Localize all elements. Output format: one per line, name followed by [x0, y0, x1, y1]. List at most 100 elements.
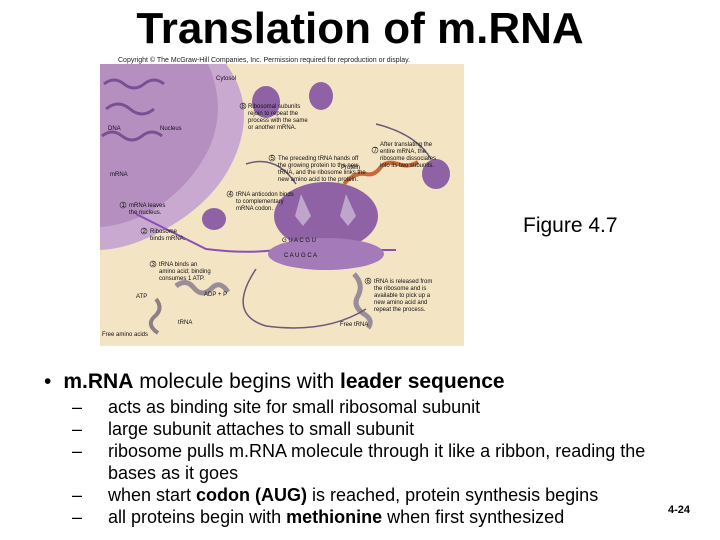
step-4-line-3: mRNA codon.	[236, 206, 273, 212]
dna-strands	[101, 78, 165, 142]
translation-diagram: Cytosol Nucleus DNA mRNA Protein ATP ADP…	[96, 64, 466, 346]
step-5-label: 5 The preceding tRNA hands off the growi…	[268, 154, 366, 183]
step-4-line-1: tRNA anticodon binds	[236, 192, 294, 198]
sub-bullet-dash: –	[72, 419, 83, 439]
slide-number: 4-24	[668, 504, 691, 516]
translation-illustration: Cytosol Nucleus DNA mRNA Protein ATP ADP…	[100, 64, 464, 346]
sub-bullet-dash: –	[72, 397, 83, 417]
step-1-number: 1	[122, 203, 126, 209]
step-6-line-5: repeat the process.	[374, 307, 426, 313]
step-7-line-1: After translating the	[380, 142, 433, 148]
bullet-symbol: •	[44, 370, 52, 393]
step-6-line-3: available to pick up a	[374, 293, 431, 299]
sub-bullet-dash: –	[72, 485, 83, 505]
sub-bullet-list: – acts as binding site for small ribosom…	[72, 396, 672, 528]
ribosome-small-subunit	[268, 238, 384, 270]
label-free-trna: Free tRNA	[340, 322, 368, 328]
step-2-marker	[140, 227, 148, 235]
step-3-label: 3 tRNA binds an amino acid; binding cons…	[149, 260, 211, 282]
sub-bullet-text: all proteins begin with methionine when …	[108, 506, 672, 528]
step-5-number: 5	[271, 156, 275, 162]
step-1-marker	[119, 201, 127, 209]
step-6-number: 6	[367, 279, 371, 285]
step-8-line-4: or another mRNA.	[248, 125, 297, 131]
sub-bullet-text-post: when first synthesized	[382, 507, 565, 527]
step-7-line-4: into its two subunits.	[380, 163, 434, 169]
slide-title: Translation of m.RNA	[136, 4, 584, 53]
step-3-line-3: consumes 1 ATP.	[159, 276, 205, 282]
step-6-marker	[364, 277, 372, 285]
step-2-label: 2 Ribosome binds mRNA.	[140, 227, 186, 242]
label-protein: Protein	[341, 165, 360, 171]
label-trna: tRNA	[178, 320, 192, 326]
step-4-line-2: to complementary	[236, 199, 284, 205]
free-trna	[352, 272, 373, 330]
trna-a-site	[340, 194, 356, 226]
step-6-line-2: the ribosome and is	[374, 286, 426, 292]
step-7-number: 7	[374, 148, 378, 154]
label-cytosol: Cytosol	[216, 76, 236, 82]
figure-caption: Figure 4.7	[523, 214, 618, 237]
sub-bullet: – when start codon (AUG) is reached, pro…	[72, 484, 672, 506]
step-4-label: 4 tRNA anticodon binds to complementary …	[226, 190, 294, 212]
main-bullet: • m.RNA molecule begins with leader seque…	[44, 370, 505, 394]
step-8-number: 8	[242, 104, 246, 110]
step-1-line-2: the nucleus.	[129, 210, 162, 216]
cycle-arrow-left	[245, 160, 297, 185]
step-2-line-2: binds mRNA.	[150, 236, 186, 242]
sub-bullet: – ribosome pulls m.RNA molecule through …	[72, 440, 672, 484]
sub-bullet-dash: –	[72, 441, 83, 461]
sub-bullet-text: acts as binding site for small ribosomal…	[108, 397, 481, 417]
step-3-line-2: amino acid; binding	[159, 269, 211, 275]
sub-bullet-text: large subunit attaches to small subunit	[108, 419, 415, 439]
step-3-line-1: tRNA binds an	[159, 262, 197, 268]
bullet-term-leader-sequence: leader sequence	[339, 370, 505, 393]
bullet-term-mrna: m.RNA	[63, 370, 134, 393]
step-8-label: 8 Ribosomal subunits rejoin to repeat th…	[239, 102, 308, 131]
mrna-strand	[135, 213, 396, 253]
copyright-notice: Copyright © The McGraw-Hill Companies, I…	[118, 57, 411, 64]
step-3-number: 3	[152, 262, 156, 268]
step-5-marker	[268, 154, 276, 162]
label-mrna: mRNA	[110, 172, 128, 178]
step-6-label: 6 tRNA is released from the ribosome and…	[364, 277, 432, 313]
sub-bullet-dash: –	[72, 507, 83, 527]
sub-bullet-text-post: is reached, protein synthesis begins	[307, 485, 599, 505]
step-1-line-1: mRNA leaves	[129, 203, 165, 209]
label-nucleus: Nucleus	[160, 126, 182, 132]
step-5-line-4: new amino acid to the protein.	[278, 177, 358, 183]
sub-bullet: – large subunit attaches to small subuni…	[72, 418, 672, 440]
label-dna: DNA	[108, 126, 121, 132]
sub-bullet-text: when start codon (AUG) is reached, prote…	[108, 484, 672, 506]
label-codons-bottom: C A U G C A	[284, 253, 317, 259]
step-7-line-3: ribosome dissociates	[380, 156, 436, 162]
step-2-number: 2	[143, 229, 147, 235]
step-7-line-2: entire mRNA, the	[380, 149, 427, 155]
ribosome-subunit-top	[252, 86, 280, 118]
ribosome-subunit-top-2	[309, 82, 333, 110]
step-8-line-3: process with the same	[248, 118, 308, 124]
protein-chain	[342, 160, 420, 186]
free-amino-acids	[148, 297, 162, 335]
step-5-line-2: the growing protein to the new	[278, 163, 359, 169]
sub-bullet-term-methionine: methionine	[286, 507, 383, 527]
step-8-line-2: rejoin to repeat the	[248, 111, 299, 117]
ribosome-subunit-right	[422, 159, 450, 189]
step-7-label: 7 After translating the entire mRNA, the…	[371, 142, 436, 169]
cycle-arrow-bottom	[242, 268, 367, 329]
step-4-number: 4	[229, 192, 233, 198]
sub-bullet: – all proteins begin with methionine whe…	[72, 506, 672, 528]
step-6-line-4: new amino acid and	[374, 300, 427, 306]
sub-bullet-text: ribosome pulls m.RNA molecule through it…	[108, 441, 646, 483]
step-7-marker	[371, 146, 379, 154]
step-1-label: 1 mRNA leaves the nucleus.	[119, 201, 165, 216]
step-8-line-1: Ribosomal subunits	[248, 104, 300, 110]
step-8-marker	[239, 102, 247, 110]
sub-bullet-term-codon: codon (AUG)	[196, 485, 308, 505]
nucleus-interior	[100, 64, 218, 227]
label-free-amino-acids: Free amino acids	[102, 332, 148, 338]
bullet-text-middle: molecule begins with	[133, 370, 340, 393]
label-adp: ADP + P	[204, 292, 227, 298]
sub-bullet: – acts as binding site for small ribosom…	[72, 396, 672, 418]
step-5-line-3: tRNA, and the ribosome links the	[278, 170, 366, 176]
